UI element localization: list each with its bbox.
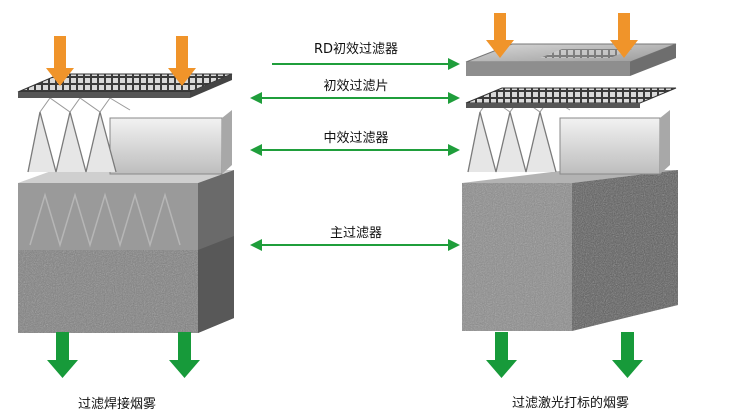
inflow-arrow-icon (610, 13, 638, 58)
label-rd-prefilter: RD初效过滤器 (314, 42, 398, 57)
inflow-arrow-icon (168, 36, 196, 86)
inflow-arrow-icon (486, 13, 514, 58)
component-labels: RD初效过滤器 初效过滤片 中效过滤器 主过滤器 (314, 42, 398, 241)
outflow-arrow-icon (47, 332, 78, 378)
right-main-filter-block (462, 170, 678, 331)
arrow-double-icon (250, 92, 460, 104)
inflow-arrow-icon (46, 36, 74, 86)
right-medium-filter (467, 97, 670, 175)
right-prefilter-sheet (465, 87, 677, 108)
left-medium-filter (27, 97, 232, 175)
arrow-right-icon (272, 58, 460, 70)
outflow-arrow-icon (612, 332, 643, 378)
outflow-arrows (47, 332, 643, 378)
right-filter-stack (462, 43, 678, 331)
label-arrows (250, 58, 460, 251)
caption-right: 过滤激光打标的烟雾 (512, 396, 630, 411)
label-main-filter: 主过滤器 (330, 226, 382, 241)
arrow-double-icon (250, 239, 460, 251)
inflow-arrows (46, 13, 638, 86)
caption-left: 过滤焊接烟雾 (78, 397, 157, 412)
label-medium-filter: 中效过滤器 (323, 131, 388, 146)
outflow-arrow-icon (486, 332, 517, 378)
left-prefilter-mesh (17, 73, 233, 98)
left-filter-stack (17, 73, 234, 333)
outflow-arrow-icon (169, 332, 200, 378)
left-main-filter-block (18, 170, 234, 333)
label-prefilter-sheet: 初效过滤片 (323, 79, 388, 94)
arrow-double-icon (250, 144, 460, 156)
right-rd-prefilter-plate (465, 43, 677, 76)
